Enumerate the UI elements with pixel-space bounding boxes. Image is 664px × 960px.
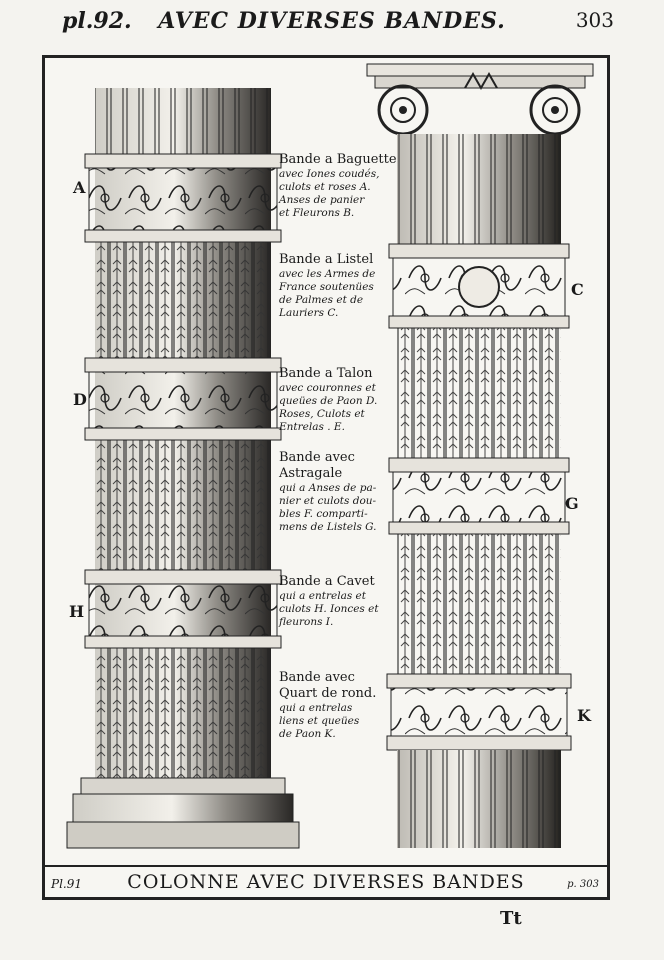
band-line: Entrelas . E.	[279, 421, 345, 433]
caption-plate-number: Pl.91	[51, 877, 82, 891]
band-line: qui a Anses de pa-	[279, 482, 377, 494]
band-line: liens et queües	[279, 715, 360, 727]
band-line: mens de Listels G.	[279, 521, 377, 533]
band-title: Bande a Baguette	[279, 152, 397, 167]
band-line: avec couronnes et	[279, 382, 376, 394]
band-title: Bande avec	[279, 450, 355, 465]
band-title: Astragale	[279, 466, 343, 481]
band-description-3: Bande a Talon avec couronnes et queües d…	[279, 366, 439, 434]
band-line: avec les Armes de	[279, 268, 376, 280]
band-line: queües de Paon D.	[279, 395, 378, 407]
label-g: G	[565, 494, 579, 513]
label-h: H	[69, 602, 85, 621]
band-title: Bande a Listel	[279, 252, 374, 267]
band-line: qui a entrelas et	[279, 590, 366, 602]
band-title: Bande a Cavet	[279, 574, 375, 589]
band-line: bles F. comparti-	[279, 508, 368, 520]
band-description-6: Bande avec Quart de rond. qui a entrelas…	[279, 670, 439, 741]
band-line: culots H. Ionces et	[279, 603, 379, 615]
left-column	[66, 88, 300, 849]
band-title: Quart de rond.	[279, 686, 377, 701]
caption-page: p. 303	[567, 879, 599, 890]
page-number: 303	[575, 8, 614, 32]
plate-caption: Pl.91 COLONNE AVEC DIVERSES BANDES p. 30…	[45, 865, 607, 897]
band-line: de Palmes et de	[279, 294, 364, 306]
label-d: D	[73, 390, 87, 409]
caption-title: COLONNE AVEC DIVERSES BANDES	[127, 871, 525, 893]
label-c: C	[571, 280, 584, 299]
band-title: Bande a Talon	[279, 366, 373, 381]
signature-mark: Tt	[500, 908, 522, 929]
band-line: de Paon K.	[279, 728, 336, 740]
label-k: K	[577, 706, 591, 725]
band-line: Anses de panier	[279, 194, 365, 206]
right-column	[366, 63, 594, 848]
band-description-4: Bande avec Astragale qui a Anses de pa- …	[279, 450, 439, 534]
band-description-5: Bande a Cavet qui a entrelas et culots H…	[279, 574, 439, 629]
label-a: A	[73, 178, 86, 197]
band-line: nier et culots dou-	[279, 495, 377, 507]
band-line: qui a entrelas	[279, 702, 353, 714]
band-line: culots et roses A.	[279, 181, 371, 193]
plate-number: pl.92.	[62, 8, 132, 34]
band-line: Lauriers C.	[279, 307, 339, 319]
engraving-plate: A D H C G K Bande a Baguette avec Iones …	[42, 55, 610, 900]
band-line: France soutenües	[279, 281, 374, 293]
band-line: fleurons I.	[279, 616, 334, 628]
band-line: et Fleurons B.	[279, 207, 355, 219]
band-line: avec Iones coudés,	[279, 168, 380, 180]
band-line: Roses, Culots et	[279, 408, 365, 420]
column-engraving	[66, 63, 594, 849]
band-description-1: Bande a Baguette avec Iones coudés, culo…	[279, 152, 439, 220]
band-description-2: Bande a Listel avec les Armes de France …	[279, 252, 439, 320]
band-title: Bande avec	[279, 670, 355, 685]
page-header-title: AVEC DIVERSES BANDES.	[158, 8, 506, 34]
